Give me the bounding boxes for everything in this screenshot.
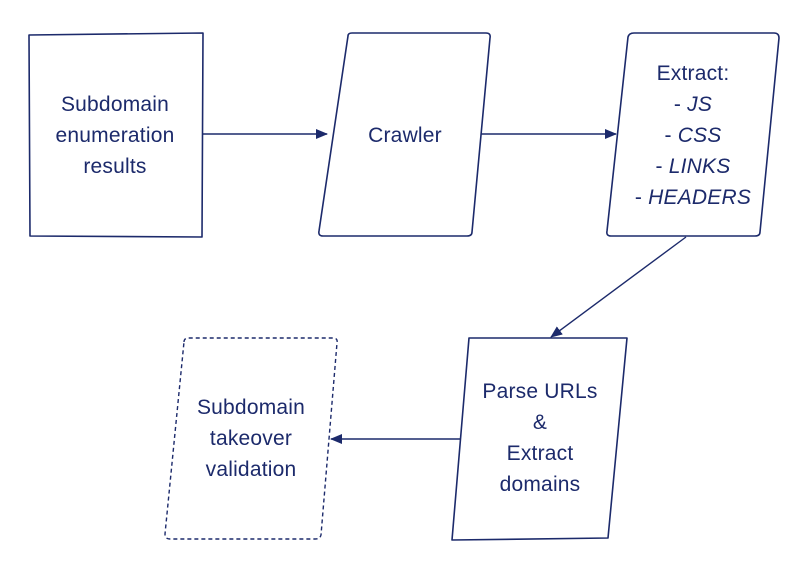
extract-item-text: CSS bbox=[677, 123, 722, 147]
extract-item-headers: - HEADERS bbox=[635, 182, 751, 213]
node-parse-urls: Parse URLs & Extract domains bbox=[452, 338, 628, 538]
extract-item-prefix: - bbox=[664, 123, 678, 147]
node-label-line: Extract: bbox=[656, 61, 730, 85]
node-label-line: results bbox=[83, 154, 147, 178]
node-extract-shape bbox=[606, 32, 780, 237]
node-label-line: enumeration bbox=[55, 123, 175, 147]
extract-item-prefix: - bbox=[655, 154, 669, 178]
extract-item-prefix: - bbox=[634, 185, 649, 209]
node-parse-urls-shape bbox=[451, 337, 628, 541]
node-label-line: domains bbox=[499, 473, 581, 496]
node-label-line: takeover bbox=[209, 426, 293, 450]
edge-extract-to-parse bbox=[550, 236, 687, 338]
node-crawler: Crawler bbox=[318, 34, 492, 236]
node-subdomain-enumeration: Subdomain enumeration results bbox=[28, 34, 202, 236]
node-label-line: validation bbox=[205, 457, 297, 481]
node-label-line: Subdomain bbox=[60, 92, 170, 116]
extract-item-links: - LINKS bbox=[656, 151, 731, 182]
extract-item-css: - CSS bbox=[664, 120, 721, 151]
node-subdomain-enumeration-shape bbox=[28, 32, 204, 238]
node-label-line: Crawler bbox=[368, 123, 442, 147]
node-label-line: Parse URLs bbox=[482, 380, 598, 403]
node-subdomain-takeover-shape bbox=[164, 337, 338, 540]
extract-item-prefix: - bbox=[673, 92, 688, 116]
extract-item-js: - JS bbox=[674, 89, 712, 120]
node-extract: Extract: - JS - CSS - LINKS - HEADERS bbox=[607, 34, 779, 236]
extract-item-text: JS bbox=[687, 92, 713, 116]
node-crawler-shape bbox=[318, 32, 491, 237]
extract-item-text: HEADERS bbox=[648, 185, 752, 209]
node-label-line: Subdomain bbox=[196, 395, 306, 419]
node-label-line: Extract bbox=[506, 442, 574, 465]
extract-item-text: LINKS bbox=[668, 154, 731, 178]
node-label-line: & bbox=[532, 411, 548, 434]
node-subdomain-takeover: Subdomain takeover validation bbox=[163, 338, 339, 538]
